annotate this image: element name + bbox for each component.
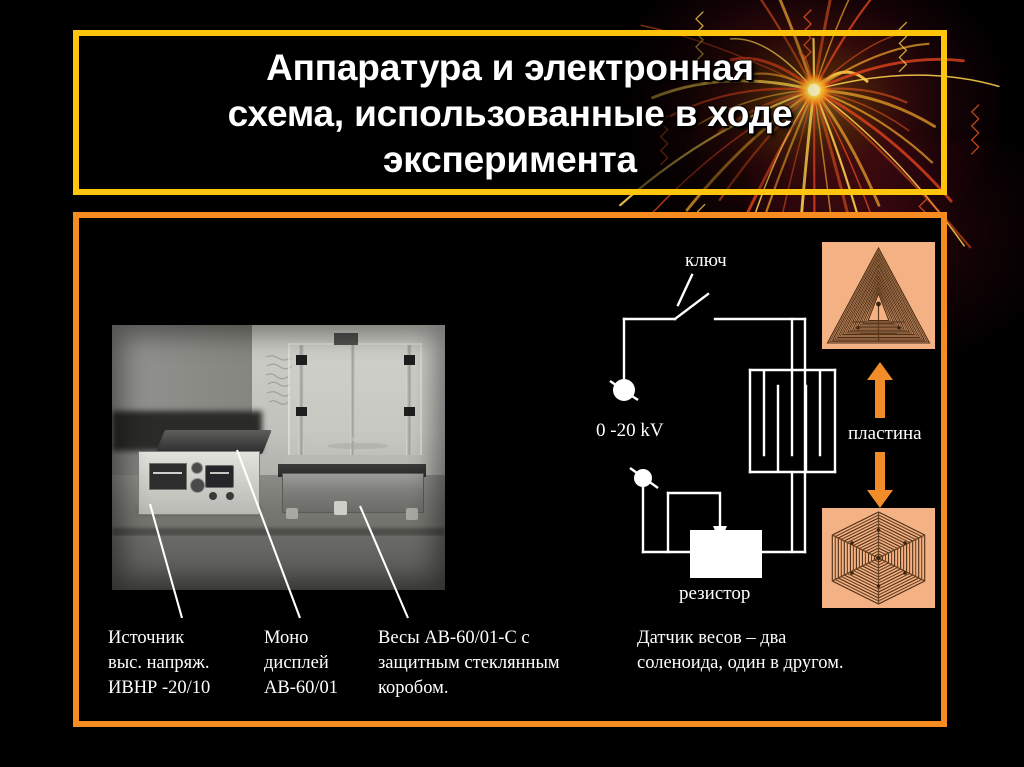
caption-sensor: Датчик весов – два соленоида, один в дру… (637, 628, 844, 673)
photo-hv-knob-upper (191, 462, 203, 474)
plate-label: пластина (848, 423, 922, 444)
resistor-wiper-bracket (666, 491, 722, 532)
voltage-label: 0 -20 kV (596, 420, 664, 441)
photo-hv-meter-primary (149, 463, 187, 490)
apparatus-photo (112, 325, 445, 590)
resistor-body (690, 530, 762, 578)
caption-source: Источник выс. напряж. ИВНР -20/10 (108, 628, 211, 698)
photo-hv-knob-lower (190, 478, 205, 493)
photo-hv-dial-right (226, 492, 234, 500)
switch-blade (673, 292, 710, 321)
circuit-diagram: ключ 0 -20 kV резистор (580, 250, 870, 620)
title-line-3: эксперимента (383, 139, 637, 180)
circuit-schematic-svg (609, 273, 837, 578)
arrow-down-icon (867, 452, 893, 508)
photo-balance-knob (334, 501, 347, 515)
triangular-labyrinth-pattern (822, 242, 935, 349)
photo-hv-meter-secondary (205, 465, 234, 488)
photo-vignette (112, 325, 445, 590)
title-frame: Аппаратура и электронная схема, использо… (73, 30, 947, 195)
photo-hv-dial-left (209, 492, 217, 500)
page-title: Аппаратура и электронная схема, использо… (79, 36, 941, 183)
plate-image-hexagonal (822, 508, 935, 608)
resistor-label: резистор (679, 583, 751, 604)
caption-display: Моно дисплей АВ-60/01 (264, 628, 338, 698)
hv-terminal-lower (629, 467, 659, 489)
caption-balance: Весы АВ-60/01-С с защитным стеклянным ко… (378, 628, 560, 698)
plate-image-triangular (822, 242, 935, 349)
switch-label-leader (676, 273, 694, 307)
switch-label: ключ (685, 250, 727, 271)
photo-paper-scribble (265, 355, 293, 405)
hexagonal-labyrinth-pattern (822, 508, 935, 608)
photo-balance-foot-right (406, 508, 418, 520)
title-line-2: схема, использованные в ходе (227, 93, 793, 134)
title-background (79, 36, 941, 189)
arrow-up-icon (867, 362, 893, 418)
title-line-1: Аппаратура и электронная (266, 47, 754, 88)
hv-terminal-upper (609, 379, 639, 401)
